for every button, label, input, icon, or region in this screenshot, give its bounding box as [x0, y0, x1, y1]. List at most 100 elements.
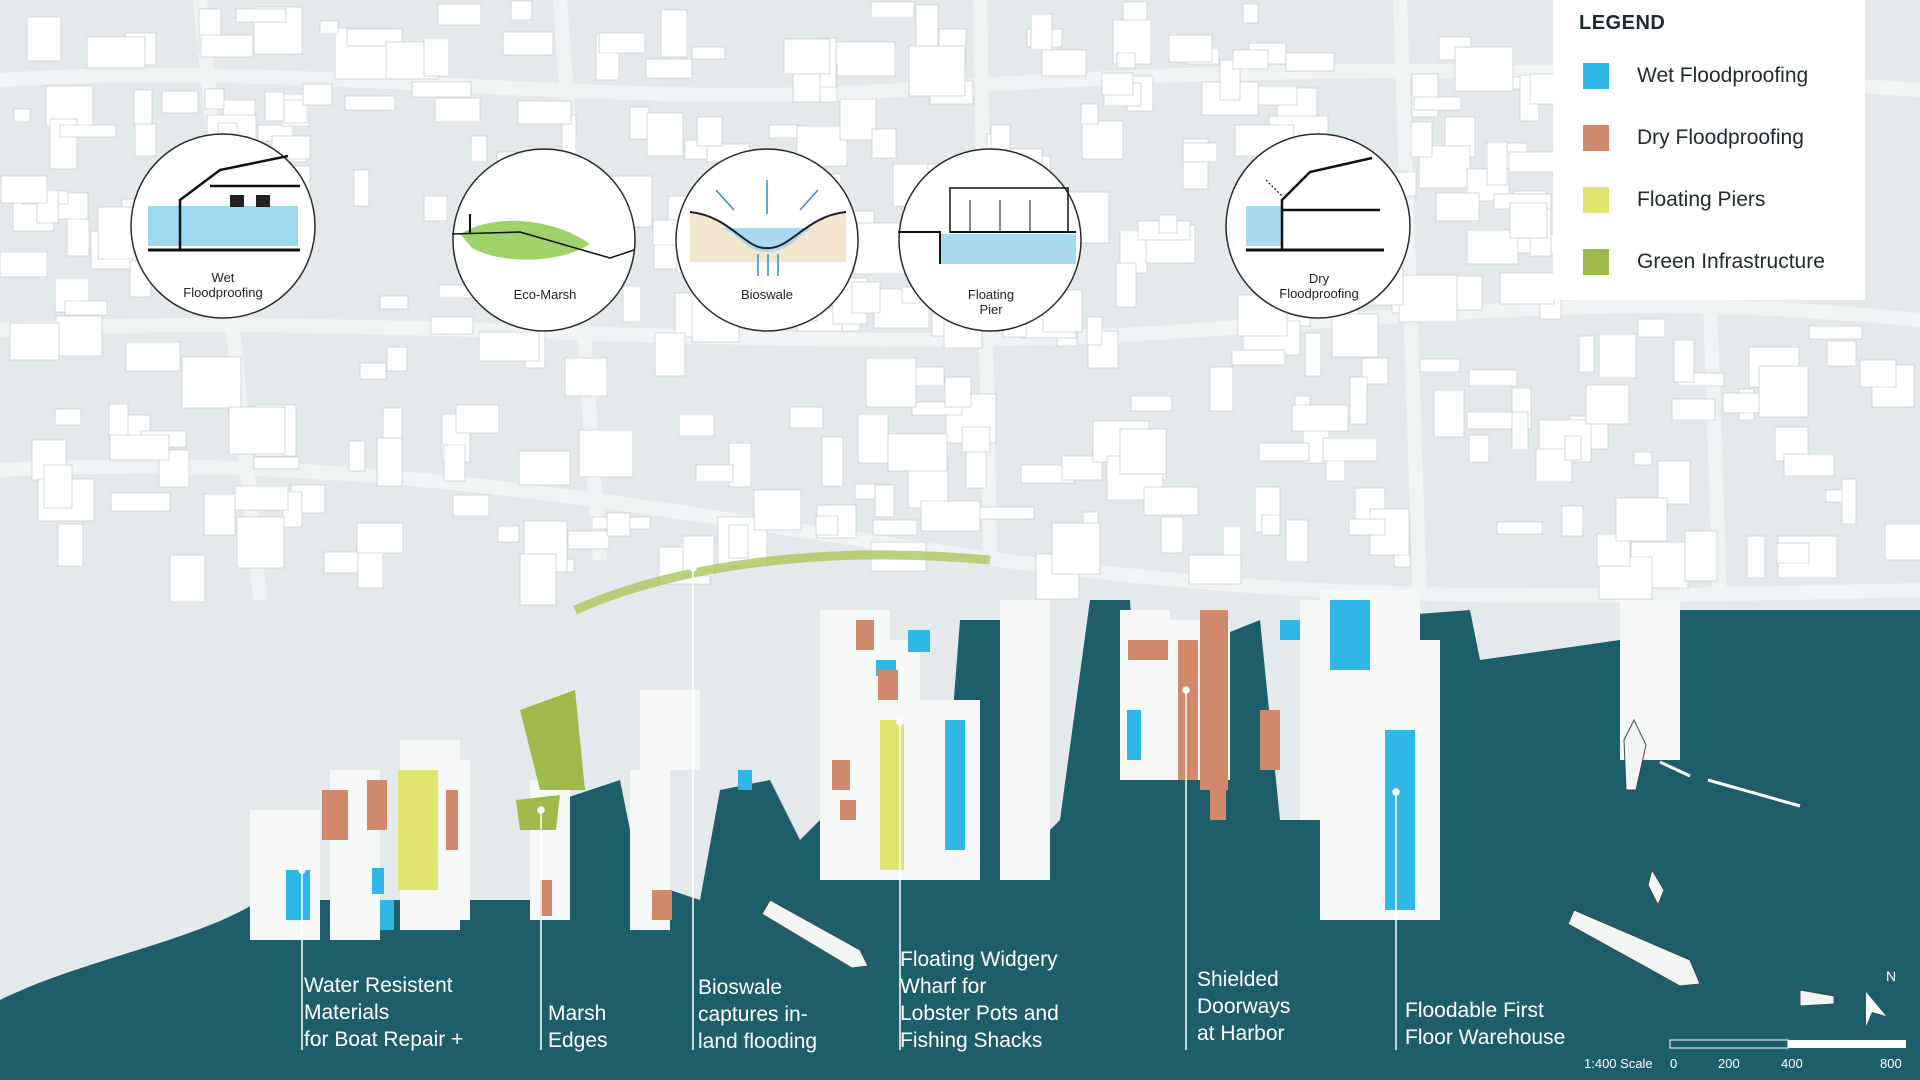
callout-leader-lines — [298, 564, 1400, 1050]
building-footprint — [1454, 46, 1514, 92]
building-footprint — [1598, 333, 1637, 379]
building-footprint — [430, 316, 474, 335]
building-footprint — [1411, 73, 1439, 118]
floating-pier-zones — [398, 720, 904, 890]
building-footprint — [1182, 142, 1218, 163]
legend-swatch-green — [1583, 249, 1609, 275]
building-footprint — [1615, 497, 1668, 542]
building-footprint — [578, 429, 634, 478]
building-footprint — [606, 512, 631, 537]
callout-boat-repair: Water Resistent Materials for Boat Repai… — [304, 974, 464, 1051]
building-footprint — [1684, 530, 1718, 582]
building-footprint — [1486, 141, 1508, 186]
building-footprint — [1168, 34, 1213, 63]
building-footprint — [1561, 505, 1584, 537]
diagram-label-wet-floodproofing: Wet Floodproofing — [183, 270, 263, 300]
building-footprint — [497, 525, 520, 543]
wet-floodproofing-zones — [286, 600, 1415, 930]
building-footprint — [423, 37, 450, 77]
building-footprint — [86, 36, 146, 69]
building-footprint — [423, 195, 448, 222]
building-footprint — [1564, 435, 1582, 461]
diagram-label-dry-floodproofing: Dry Floodproofing — [1279, 271, 1359, 301]
legend-label: Wet Floodproofing — [1637, 64, 1809, 87]
callout-shielded-doorways: Shielded Doorways at Harbor — [1197, 968, 1291, 1045]
diagram-label-bioswale: Bioswale — [740, 287, 794, 302]
building-footprint — [768, 124, 802, 139]
building-footprint — [455, 404, 500, 434]
legend-item-wet-floodproofing: Wet Floodproofing — [1583, 60, 1808, 92]
building-footprint — [1637, 318, 1666, 338]
legend-label: Green Infrastructure — [1637, 250, 1825, 273]
dry-floodproofing-zones — [322, 610, 1280, 920]
building-footprint — [382, 407, 403, 439]
building-footprint — [228, 406, 286, 455]
building-footprint — [9, 322, 60, 361]
building-footprint — [1080, 103, 1099, 125]
building-footprint — [1633, 451, 1653, 466]
building-footprint — [236, 516, 285, 569]
scale-label: 1:400 Scale — [1584, 1056, 1653, 1071]
building-footprint — [660, 9, 688, 58]
building-footprint — [356, 522, 404, 554]
building-footprint — [133, 89, 153, 127]
building-footprint — [1331, 313, 1379, 358]
legend-item-green-infrastructure: Green Infrastructure — [1583, 246, 1825, 278]
building-footprint — [502, 31, 554, 56]
building-footprint — [517, 100, 572, 125]
building-footprint — [344, 95, 396, 111]
building-footprint — [110, 492, 171, 512]
building-footprint — [645, 58, 693, 79]
building-footprint — [887, 433, 948, 472]
building-footprint — [1433, 389, 1465, 438]
building-footprint — [1041, 49, 1087, 77]
building-footprint — [1783, 453, 1835, 477]
building-footprint — [821, 436, 844, 487]
building-footprint — [1115, 262, 1137, 308]
building-footprint — [109, 434, 170, 461]
building-footprint — [1051, 522, 1101, 575]
building-footprint — [1398, 274, 1458, 323]
legend-title: LEGEND — [1579, 12, 1666, 34]
building-footprint — [1101, 72, 1134, 96]
building-footprint — [1251, 85, 1298, 106]
building-footprint — [1160, 516, 1184, 554]
building-footprint — [678, 413, 715, 437]
building-footprint — [200, 34, 254, 58]
building-footprint — [975, 506, 1035, 520]
building-footprint — [1349, 376, 1368, 425]
building-footprint — [0, 251, 48, 278]
callout-floating-wharf: Floating Widgery Wharf for Lobster Pots … — [900, 948, 1059, 1052]
building-footprint — [1578, 335, 1595, 373]
building-footprint — [54, 408, 82, 426]
scale-tick-200: 200 — [1718, 1056, 1740, 1071]
building-footprint — [57, 523, 84, 567]
legend-item-floating-piers: Floating Piers — [1583, 184, 1765, 216]
building-footprint — [302, 83, 333, 106]
building-footprint — [1258, 442, 1310, 462]
building-footprint — [1285, 52, 1335, 72]
building-footprint — [1119, 428, 1167, 475]
building-footprint — [1468, 434, 1490, 463]
legend-swatch-floating — [1583, 187, 1609, 213]
building-footprint — [1499, 272, 1555, 305]
building-footprint — [1413, 96, 1462, 111]
building-footprint — [353, 169, 370, 207]
building-footprint — [1496, 521, 1543, 535]
building-footprint — [452, 494, 490, 517]
scale-tick-800: 800 — [1880, 1056, 1902, 1071]
building-footprint — [66, 217, 90, 257]
building-footprint — [1758, 365, 1809, 418]
legend-panel: LEGEND Wet Floodproofing Dry Floodproofi… — [1553, 0, 1865, 300]
building-footprint — [434, 97, 481, 123]
building-footprint — [646, 112, 684, 157]
building-footprint — [519, 553, 557, 606]
building-footprint — [874, 484, 895, 518]
building-footprint — [0, 175, 48, 204]
building-footprint — [1511, 411, 1529, 451]
building-footprint — [510, 0, 533, 21]
building-footprint — [1143, 486, 1199, 516]
building-footprint — [59, 124, 117, 138]
building-footprint — [783, 38, 831, 75]
diagram-label-eco-marsh: Eco-Marsh — [513, 287, 577, 302]
